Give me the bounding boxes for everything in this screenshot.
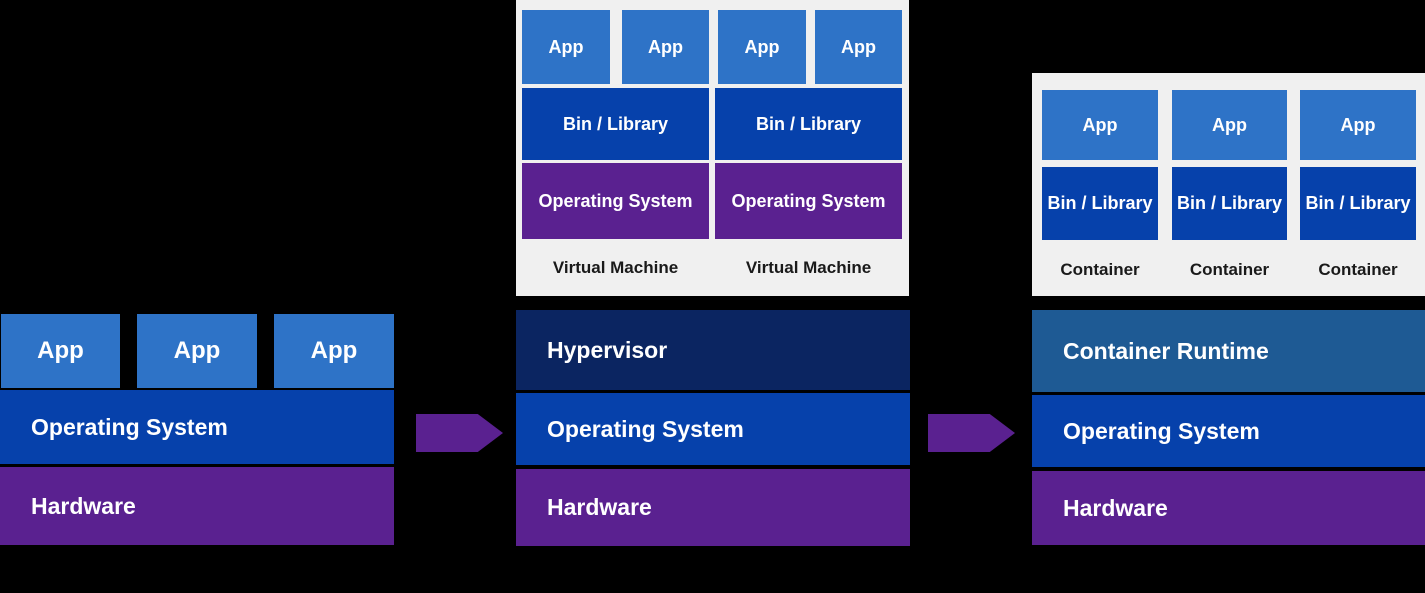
vm-caption: Virtual Machine: [552, 258, 679, 277]
arrow-right-icon: [416, 414, 503, 452]
vm-caption: Virtual Machine: [745, 258, 872, 277]
arrow-right-icon: [928, 414, 1015, 452]
container-caption: Container: [1060, 260, 1140, 279]
container-bin-library-box: Bin / Library: [1300, 167, 1416, 240]
container-caption: Container: [1318, 260, 1398, 279]
middle-operating-system-bar: Operating System: [516, 393, 910, 465]
vm-app-box: App: [522, 10, 610, 84]
container-app-box: App: [1300, 90, 1416, 160]
middle-hardware-bar: Hardware: [516, 469, 910, 546]
left-app-box: App: [1, 314, 120, 388]
vm-app-box: App: [815, 10, 902, 84]
left-app-box: App: [137, 314, 257, 388]
vm-bin-library-box: Bin / Library: [522, 88, 709, 160]
container-runtime-bar: Container Runtime: [1032, 310, 1425, 392]
left-operating-system-bar: Operating System: [0, 390, 394, 464]
vm-app-box: App: [718, 10, 806, 84]
container-bin-library-box: Bin / Library: [1172, 167, 1287, 240]
right-operating-system-bar: Operating System: [1032, 395, 1425, 467]
vm-operating-system-box: Operating System: [715, 163, 902, 239]
container-app-box: App: [1172, 90, 1287, 160]
right-hardware-bar: Hardware: [1032, 471, 1425, 545]
left-hardware-bar: Hardware: [0, 467, 394, 545]
hypervisor-bar: Hypervisor: [516, 310, 910, 390]
vm-bin-library-box: Bin / Library: [715, 88, 902, 160]
left-app-box: App: [274, 314, 394, 388]
container-app-box: App: [1042, 90, 1158, 160]
container-bin-library-box: Bin / Library: [1042, 167, 1158, 240]
vm-app-box: App: [622, 10, 709, 84]
vm-operating-system-box: Operating System: [522, 163, 709, 239]
container-caption: Container: [1189, 260, 1270, 279]
